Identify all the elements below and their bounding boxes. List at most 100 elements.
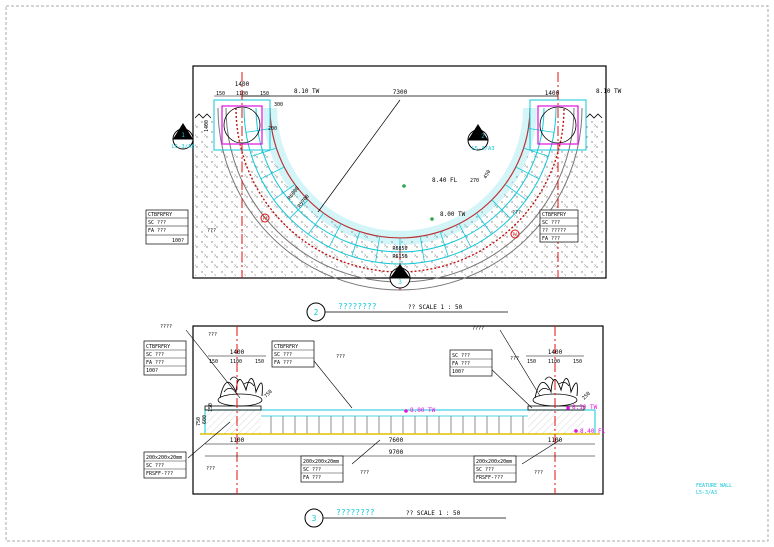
section-marker-bottom[interactable]: 3 [389,264,411,289]
arc-joint [260,166,285,180]
leader-legend-2 [309,355,353,409]
elev-dim-l-150a: 150 [209,359,218,365]
leader-legend-5 [351,439,381,465]
elev-title-name: ???????? [336,508,375,517]
section-left-ref: L5-3/A3 [171,144,194,150]
elev-dim-b-1100-r: 1100 [548,437,563,444]
elev-legend-row: FA ??? [274,360,292,366]
wall-joints [261,415,528,434]
elev-legend-title: 200x200x20mm [476,459,512,465]
elev-legend-box [271,340,315,368]
dim-left-150b: 150 [260,91,269,97]
svg-text:PA: PA [263,216,268,221]
leader-legend-6 [521,439,561,465]
elev-legend-row: SC ??? [476,467,494,473]
elev-legend-title: 200x200x20mm [146,455,182,461]
dim-300: 300 [274,102,283,108]
dim-left-150a: 150 [216,91,225,97]
arc-paving-joints [245,127,555,264]
plan-legend-left-row3: 100? [172,238,184,244]
plan-view: 7300 1400 150 1100 150 1400 300 200 1400… [145,65,622,291]
elev-dim-v-600: 600 [202,415,208,424]
plan-legend-left-title: CTBFRFRY [148,212,172,218]
elev-legend-box [449,349,493,377]
elev-legend-row: 100? [146,368,158,374]
section-right-ref: L5-3/A3 [471,146,494,152]
elev-title-block: 3 ???????? ?? SCALE 1 : 50 [304,508,506,528]
arc-joint [273,184,296,201]
dim-left-1400: 1400 [235,81,250,88]
dim-1400v: 1400 [204,120,210,132]
pier-left-hatch [205,410,261,434]
level-fl-center: 8.40 FL [432,177,458,184]
elev-note-1: ??? [336,354,345,360]
arc-joint [439,231,449,257]
elev-legend-title: CTBFRFRY [146,344,170,350]
elev-legend-title: 200x200x20mm [303,459,339,465]
elev-legend-row: SC ??? [146,352,164,358]
arc-joint [375,236,381,263]
arc-joint [458,223,472,248]
arc-joint [289,199,309,219]
elev-legend-row: SC ??? [146,463,164,469]
elev-dim-v-150: 150 [208,403,214,412]
arc-joint [523,147,549,157]
planter-left-pot [223,106,261,144]
section-marker-left[interactable]: 1 L5-3/A3 [171,123,195,150]
elev-legend-box [473,455,517,483]
radius-label-c: R6850 [392,246,407,252]
elev-dim-b-1100-l: 1100 [230,437,245,444]
elev-level-fl: 8.40 FL [580,428,606,435]
section-marker-right[interactable]: 2 L5-3/A3 [467,124,495,152]
elev-dim-l-150b: 150 [255,359,264,365]
arc-joint [419,236,425,263]
section-left-code: 1 [181,132,185,139]
arc-joint [351,231,361,257]
elev-level-tw: 8.00 TW [410,407,436,414]
elev-level-tw-right: 8.10 TW [572,404,598,411]
leader-top-left [185,329,241,399]
arc-joint [476,212,493,235]
sheet-border [5,5,769,542]
radius-label-d: R6150 [392,254,407,260]
elev-level-marker-fl [574,429,578,433]
arc-joint [504,184,527,201]
elev-note-4: ??? [360,470,369,476]
plan-legend-right-row1: SC ??? [542,220,560,226]
plan-note-left: ??? [207,228,216,234]
elev-note-5: ??? [534,470,543,476]
plan-legend-left-row2: FA ??? [148,228,166,234]
elev-note-2: ??? [510,356,519,362]
elevation-frame [192,325,604,495]
elev-note-top-right: ???? [472,326,484,332]
plan-title-name: ???????? [338,302,377,311]
elev-legend-row: SC ??? [452,353,470,359]
elev-dim-r-1400: 1400 [548,349,563,356]
level-marker-tw [430,217,434,221]
elev-dim-overall: 9700 [389,449,404,456]
leader-legend-3 [487,365,533,409]
level-marker-fl [402,184,406,188]
section-bottom-code: 3 [398,279,402,286]
elev-legend-row: SC ??? [303,467,321,473]
plan-ground-fill [195,118,604,276]
leader-top-right [499,329,541,397]
plan-legend-left-row1: SC ??? [148,220,166,226]
plan-title-scale: ?? SCALE 1 : 50 [408,304,463,311]
plan-title-number: 2 [314,308,319,317]
dim-left-1100: 1100 [236,91,248,97]
level-tw-right: 8.10 TW [596,88,622,95]
plan-note-right: ??? [512,210,521,216]
elev-note-6: ??? [208,332,217,338]
elev-level-marker-tw [404,409,408,413]
arc-joint [515,166,540,180]
elev-level-marker-tw-right [566,406,570,410]
arc-joint [245,127,272,133]
level-tw-inner: 8.00 TW [440,211,466,218]
elev-legend-row: FA ??? [146,360,164,366]
plan-legend-right-title: CTBFRFRY [542,212,566,218]
elev-legend-row: SC ??? [274,352,292,358]
elev-legend-box [143,451,187,479]
